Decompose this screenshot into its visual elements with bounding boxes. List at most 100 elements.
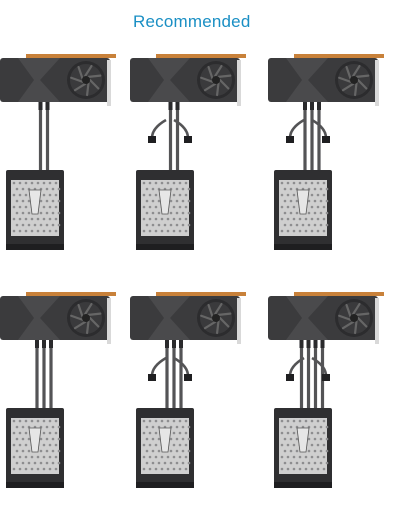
- psu-mesh-hole: [145, 449, 149, 453]
- psu-mesh-hole: [54, 193, 58, 197]
- fan-blade: [85, 320, 90, 335]
- psu-mesh-hole: [310, 193, 314, 197]
- gpu-power-connector: [168, 102, 173, 110]
- psu-mesh-hole: [292, 455, 296, 459]
- fan-blade: [355, 74, 370, 78]
- psu-mesh-hole: [169, 211, 173, 215]
- fan-blade: [70, 76, 84, 83]
- psu-mesh-hole: [286, 181, 290, 185]
- psu-mesh-hole: [322, 467, 326, 471]
- psu-unit: [136, 170, 194, 250]
- psu-mesh-hole: [286, 455, 290, 459]
- psu-mesh-hole: [24, 193, 28, 197]
- psu-mesh-hole: [48, 217, 52, 221]
- psu-mesh-hole: [310, 431, 314, 435]
- psu-mesh-hole: [18, 443, 22, 447]
- fan-blade: [352, 64, 361, 78]
- psu-mesh-hole: [178, 455, 182, 459]
- psu-mesh-hole: [322, 181, 326, 185]
- psu-mesh-hole: [142, 193, 146, 197]
- psu-mesh-hole: [39, 449, 43, 453]
- psu-mesh-hole: [292, 205, 296, 209]
- psu-mesh-hole: [27, 199, 31, 203]
- psu-mesh-hole: [145, 223, 149, 227]
- psu-mesh-hole: [292, 419, 296, 423]
- psu-mesh-hole: [283, 211, 287, 215]
- psu-mesh-hole: [175, 199, 179, 203]
- psu-mesh-hole: [57, 187, 61, 191]
- psu-mesh-hole: [178, 467, 182, 471]
- psu-mesh-hole: [166, 229, 170, 233]
- psu-mesh-hole: [57, 461, 61, 465]
- psu-mesh-hole: [280, 455, 284, 459]
- psu-mesh-hole: [298, 455, 302, 459]
- psu-mesh-hole: [154, 229, 158, 233]
- gpu-pcie-edge: [294, 54, 384, 58]
- psu-mesh-hole: [15, 211, 19, 215]
- psu-mesh-hole: [295, 437, 299, 441]
- psu-mesh-hole: [316, 467, 320, 471]
- gpu-power-connector: [175, 102, 180, 110]
- fan-blade: [341, 82, 355, 92]
- psu-mesh-hole: [283, 425, 287, 429]
- psu-mesh-hole: [15, 223, 19, 227]
- psu-mesh-hole: [187, 187, 191, 191]
- psu-mesh-hole: [24, 431, 28, 435]
- psu-mesh-hole: [292, 181, 296, 185]
- psu-mesh-hole: [15, 199, 19, 203]
- psu-mesh-hole: [15, 437, 19, 441]
- psu-mesh-hole: [283, 223, 287, 227]
- psu-mesh-hole: [298, 181, 302, 185]
- gpu-power-connector: [299, 340, 304, 348]
- psu-mesh-hole: [154, 193, 158, 197]
- psu-mesh-hole: [45, 437, 49, 441]
- psu-mesh-hole: [30, 455, 34, 459]
- psu-mesh-hole: [24, 419, 28, 423]
- adapter-plug: [148, 374, 156, 381]
- psu-mesh-hole: [172, 229, 176, 233]
- fan-blade: [203, 82, 217, 92]
- psu-mesh-hole: [325, 437, 329, 441]
- psu-mesh-hole: [30, 217, 34, 221]
- psu-mesh-hole: [54, 217, 58, 221]
- psu-mesh-hole: [151, 449, 155, 453]
- psu-mesh-hole: [184, 205, 188, 209]
- psu-mesh-hole: [21, 223, 25, 227]
- psu-mesh-hole: [27, 461, 31, 465]
- psu-mesh-hole: [319, 437, 323, 441]
- psu-mesh-hole: [316, 229, 320, 233]
- psu-mesh-hole: [27, 449, 31, 453]
- psu-mesh-hole: [148, 443, 152, 447]
- psu-mesh-hole: [54, 455, 58, 459]
- psu-mesh-hole: [319, 211, 323, 215]
- fan-blade: [214, 302, 223, 316]
- psu-unit: [136, 408, 194, 488]
- gpu-pcie-edge: [156, 292, 246, 296]
- psu-mesh-hole: [148, 217, 152, 221]
- gpu-x-panel: [148, 58, 190, 102]
- psu-mesh-hole: [51, 187, 55, 191]
- gpu-psu-diagram: [268, 292, 408, 496]
- psu-mesh-hole: [316, 443, 320, 447]
- gpu-x-panel: [148, 296, 190, 340]
- psu-mesh-hole: [166, 181, 170, 185]
- psu-mesh-hole: [24, 467, 28, 471]
- psu-mesh-hole: [172, 181, 176, 185]
- psu-mesh-hole: [184, 455, 188, 459]
- fan-blade: [353, 82, 358, 97]
- psu-mesh-hole: [154, 455, 158, 459]
- psu-mesh-hole: [322, 419, 326, 423]
- psu-mesh-hole: [319, 199, 323, 203]
- gpu-psu-diagram: [268, 54, 408, 258]
- fan-blade: [345, 65, 352, 80]
- psu-mesh-hole: [42, 229, 46, 233]
- psu-mesh-hole: [292, 229, 296, 233]
- psu-mesh-hole: [39, 211, 43, 215]
- psu-mesh-hole: [322, 193, 326, 197]
- fan-blade: [338, 314, 352, 321]
- psu-mesh-hole: [178, 419, 182, 423]
- psu-mesh-hole: [54, 205, 58, 209]
- psu-mesh-hole: [184, 193, 188, 197]
- diagram-svg: [268, 292, 384, 488]
- adapter-branch: [288, 118, 305, 139]
